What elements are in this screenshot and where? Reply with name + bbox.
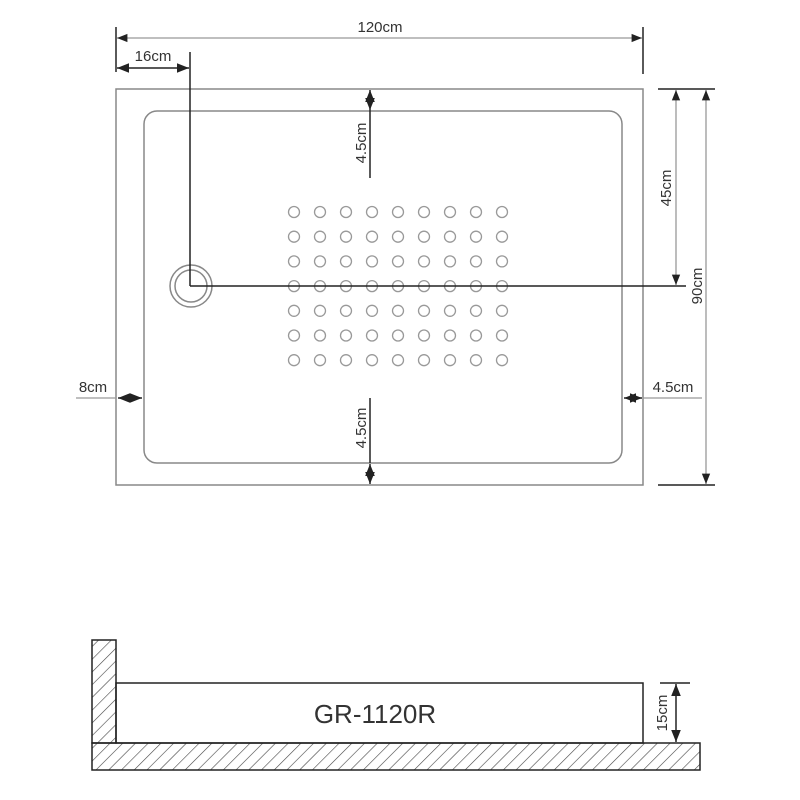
floor-hatched [91,742,701,771]
anti-slip-dot [469,230,483,243]
tray-inner-basin [143,110,623,464]
anti-slip-dot [417,329,431,342]
side-view: GR-1120R 15cm [91,639,701,771]
anti-slip-dot [339,354,353,367]
anti-slip-dot [469,304,483,317]
label-right-margin: 4.5cm [653,379,694,396]
anti-slip-dot [417,354,431,367]
anti-slip-dot [443,354,457,367]
anti-slip-dot [287,255,301,268]
anti-slip-dot [417,255,431,268]
anti-slip-dot [391,354,405,367]
anti-slip-dot [365,230,379,243]
anti-slip-dot [365,304,379,317]
anti-slip-dot [313,354,327,367]
anti-slip-dot [287,354,301,367]
anti-slip-dot [495,354,509,367]
anti-slip-dot [339,255,353,268]
anti-slip-dot [469,329,483,342]
anti-slip-dot [443,230,457,243]
anti-slip-dot [495,205,509,219]
label-height: 15cm [654,695,671,732]
anti-slip-dot [365,205,379,219]
anti-slip-dot [313,230,327,243]
anti-slip-dot [339,329,353,342]
anti-slip-dot [287,230,301,243]
wall-hatched [91,639,117,744]
anti-slip-dot [365,329,379,342]
anti-slip-dot [391,255,405,268]
anti-slip-dot [391,304,405,317]
anti-slip-dot [417,230,431,243]
anti-slip-dot [495,230,509,243]
anti-slip-dot [313,205,327,219]
anti-slip-dot [391,230,405,243]
label-drain-top: 45cm [658,170,675,207]
tray-outer-edge [115,88,644,486]
anti-slip-dot [313,255,327,268]
label-bottom-margin: 4.5cm [353,408,370,449]
anti-slip-dot [443,255,457,268]
anti-slip-dot [287,329,301,342]
anti-slip-dot [443,304,457,317]
anti-slip-dot [313,329,327,342]
anti-slip-dot [495,329,509,342]
anti-slip-dot [417,304,431,317]
anti-slip-dot [365,354,379,367]
anti-slip-dot [365,255,379,268]
anti-slip-dot [495,304,509,317]
model-label: GR-1120R [314,699,436,729]
anti-slip-dot [287,304,301,317]
anti-slip-dot [469,255,483,268]
anti-slip-dot [443,329,457,342]
anti-slip-dot [391,329,405,342]
label-drain-left: 16cm [135,48,172,65]
anti-slip-dot [339,230,353,243]
anti-slip-dot [287,205,301,219]
label-left-margin: 8cm [79,379,107,396]
tray-profile [115,682,644,744]
anti-slip-dot [495,255,509,268]
anti-slip-dot [313,304,327,317]
top-view: 120cm 16cm 4.5cm 4.5cm 45cm 90cm 8cm 4.5… [76,19,715,486]
anti-slip-dot [391,205,405,219]
anti-slip-dot [469,205,483,219]
anti-slip-dot [417,205,431,219]
label-depth: 90cm [689,268,706,305]
anti-slip-dot [469,354,483,367]
anti-slip-dot [339,304,353,317]
anti-slip-dot [339,205,353,219]
anti-slip-dot [443,205,457,219]
label-top-margin: 4.5cm [353,123,370,164]
label-width: 120cm [357,19,402,36]
